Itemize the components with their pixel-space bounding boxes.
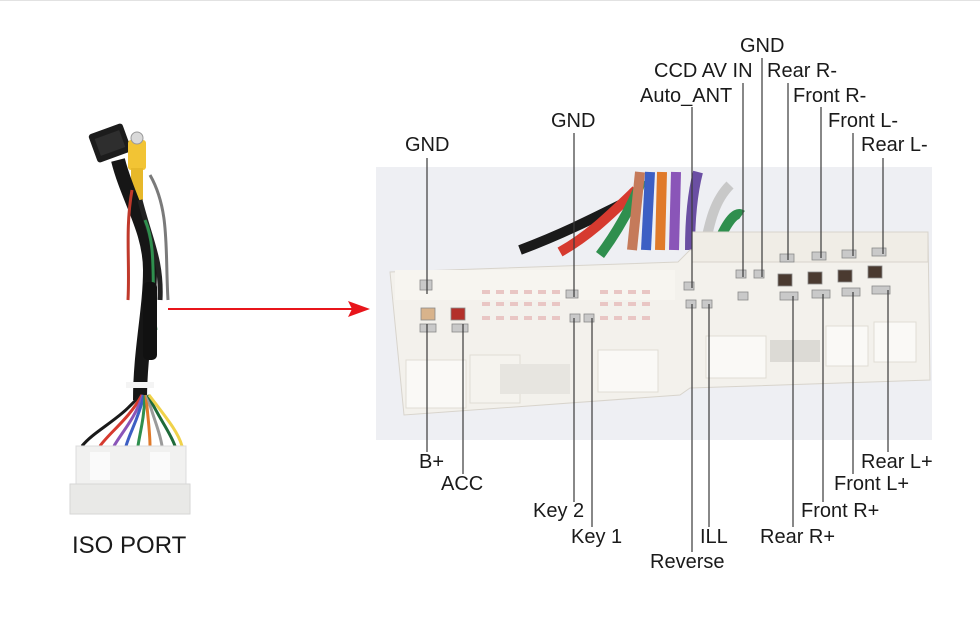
pin-label-acc: ACC	[441, 473, 484, 495]
connection-arrow	[168, 301, 370, 317]
pin-label-ccd-av-in: CCD AV IN	[654, 60, 753, 82]
top-divider	[0, 0, 980, 1]
pin-label-b-plus: B+	[419, 451, 445, 473]
pin-label-front-l-plus: Front L+	[834, 473, 910, 495]
pin-label-reverse: Reverse	[650, 551, 725, 573]
pin-label-rear-l-minus: Rear L-	[861, 134, 928, 156]
pin-label-ill: ILL	[700, 526, 728, 548]
pin-leader-lines	[426, 58, 889, 552]
pin-label-rear-l-plus: Rear L+	[861, 451, 933, 473]
car-connector-image	[376, 167, 932, 440]
pin-label-front-r-plus: Front R+	[801, 500, 880, 522]
pin-label-front-r-minus: Front R-	[793, 85, 867, 107]
pin-label-auto-ant: Auto_ANT	[640, 85, 733, 107]
pin-label-gnd-left: GND	[405, 134, 450, 156]
pin-label-gnd-top: GND	[740, 35, 785, 57]
pin-label-gnd-center: GND	[551, 110, 596, 132]
pin-label-key1: Key 1	[571, 526, 623, 548]
iso-port-label: ISO PORT	[72, 532, 187, 559]
pin-label-rear-r-plus: Rear R+	[760, 526, 836, 548]
pin-label-key2: Key 2	[533, 500, 585, 522]
iso-harness-image	[69, 123, 191, 515]
pin-label-rear-r-minus: Rear R-	[767, 60, 838, 82]
pin-label-front-l-minus: Front L-	[828, 110, 899, 132]
